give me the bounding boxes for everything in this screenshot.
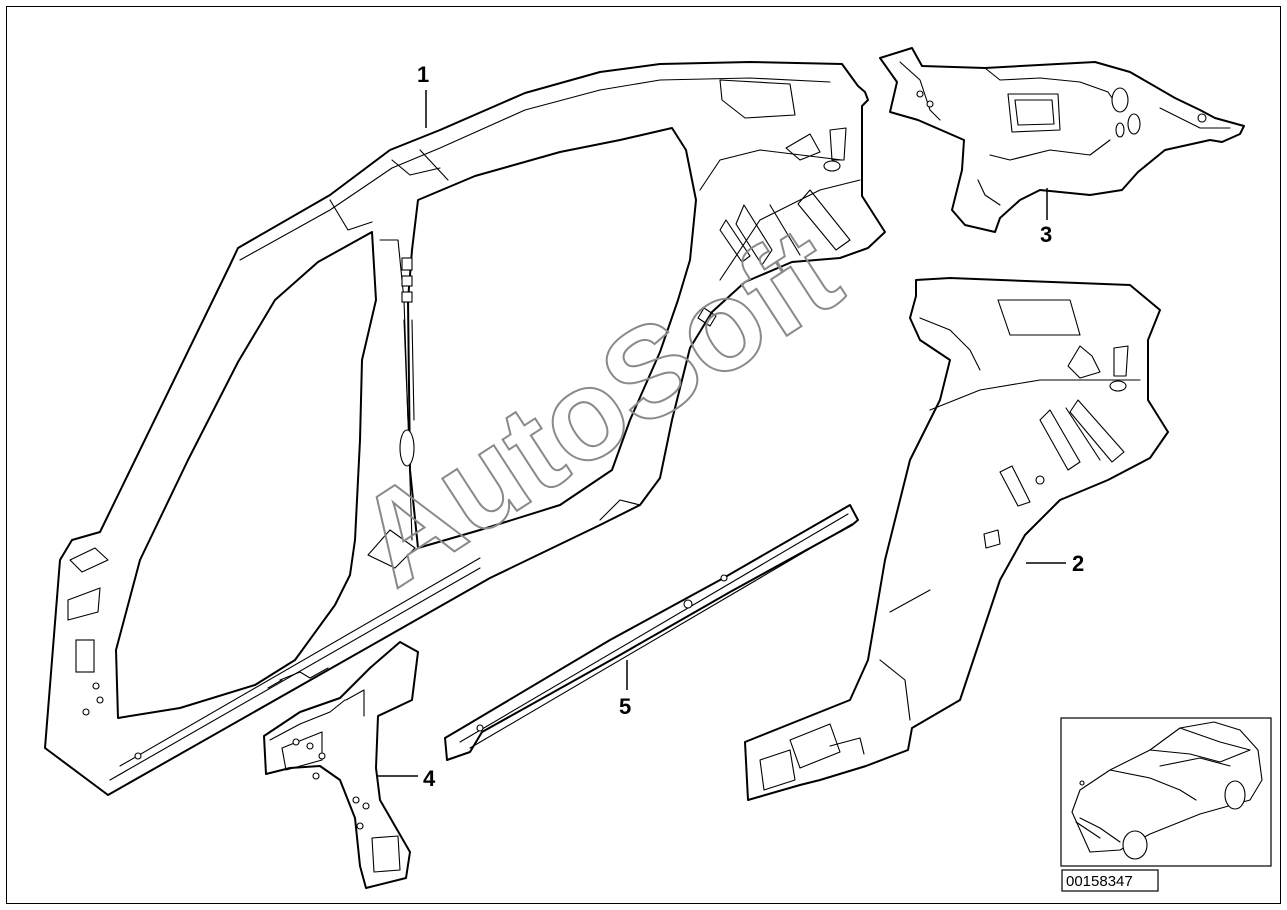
upper-inner-panel-part[interactable] bbox=[879, 47, 1245, 233]
callout-2-label: 2 bbox=[1072, 551, 1084, 576]
diagram-id-box: 00158347 bbox=[1061, 869, 1159, 892]
callout-5-label: 5 bbox=[619, 694, 631, 719]
callout-1-label: 1 bbox=[417, 62, 429, 87]
side-frame-part[interactable] bbox=[44, 61, 886, 796]
rear-quarter-panel-part[interactable] bbox=[744, 277, 1169, 801]
callout-3-label: 3 bbox=[1040, 222, 1052, 247]
callout-4-label: 4 bbox=[423, 766, 436, 791]
diagram-id-text: 00158347 bbox=[1066, 873, 1133, 890]
sill-rail-part[interactable] bbox=[444, 504, 859, 761]
pillar-reinforcement-part[interactable] bbox=[263, 641, 419, 889]
vehicle-thumbnail[interactable] bbox=[1060, 717, 1272, 867]
diagram-frame bbox=[6, 6, 1281, 904]
